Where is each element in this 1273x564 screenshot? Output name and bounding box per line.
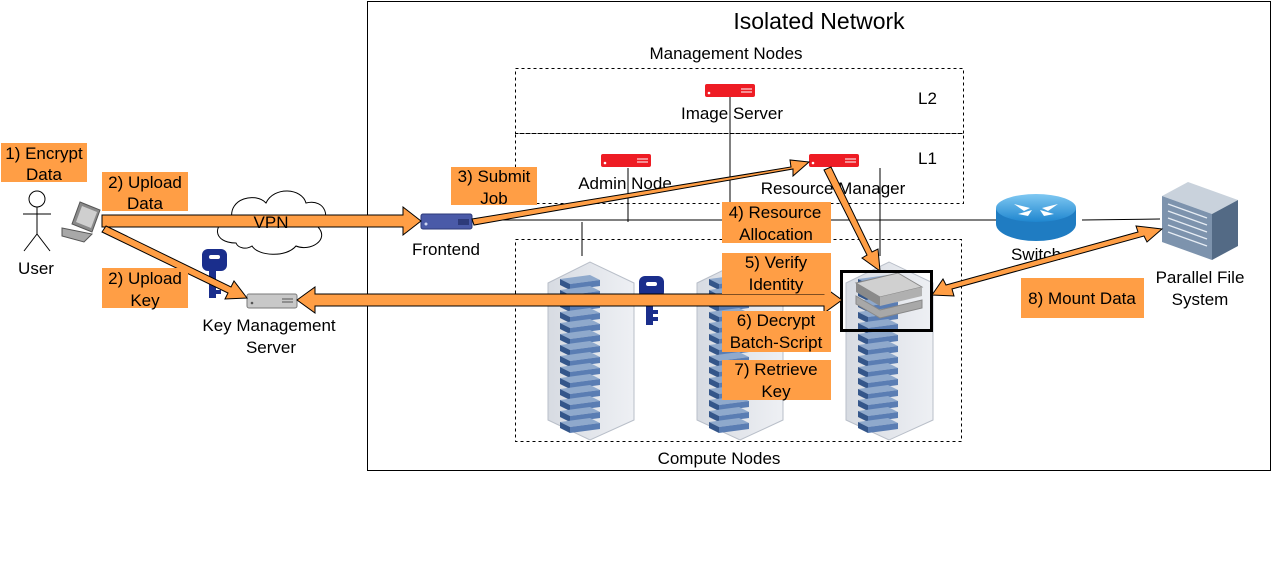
active-compute-node bbox=[854, 272, 924, 319]
parallel-fs-label-1: Parallel File bbox=[1156, 268, 1245, 287]
svg-text:8) Mount Data: 8) Mount Data bbox=[1028, 289, 1136, 308]
image-server-label: Image Server bbox=[681, 104, 783, 123]
step-3-submit-job: 3) Submit Job bbox=[451, 167, 537, 208]
frontend-server-icon bbox=[420, 213, 473, 230]
svg-text:Allocation: Allocation bbox=[739, 225, 813, 244]
step-4-resource-allocation: 4) Resource Allocation bbox=[722, 202, 831, 244]
upload-key-arrow bbox=[101, 225, 248, 300]
svg-text:Key: Key bbox=[130, 291, 160, 310]
svg-text:Data: Data bbox=[26, 165, 62, 184]
step-8-mount-data: 8) Mount Data bbox=[1021, 278, 1144, 318]
resource-allocation-arrow bbox=[823, 166, 881, 273]
step-7-retrieve-key: 7) Retrieve Key bbox=[722, 360, 831, 401]
svg-text:Data: Data bbox=[127, 194, 163, 213]
admin-node-label: Admin Node bbox=[578, 174, 672, 193]
svg-text:3) Submit: 3) Submit bbox=[458, 167, 531, 186]
vpn-label: VPN bbox=[254, 213, 289, 232]
step-5-verify-identity: 5) Verify Identity bbox=[722, 253, 831, 294]
key-management-server-icon bbox=[246, 293, 298, 309]
l2-label: L2 bbox=[918, 89, 937, 108]
l2-group bbox=[515, 68, 964, 134]
step-1-encrypt: 1) Encrypt Data bbox=[1, 143, 87, 184]
flow-arrows bbox=[101, 159, 1164, 314]
step-6-decrypt: 6) Decrypt Batch-Script bbox=[722, 311, 831, 352]
user-icon bbox=[23, 190, 51, 252]
switch-icon bbox=[996, 194, 1076, 241]
svg-text:6) Decrypt: 6) Decrypt bbox=[737, 311, 816, 330]
svg-text:4) Resource: 4) Resource bbox=[729, 203, 822, 222]
user-label: User bbox=[18, 259, 54, 278]
parallel-fs-label-2: System bbox=[1172, 290, 1229, 309]
parallel-file-system-icon bbox=[1162, 182, 1238, 260]
compute-nodes-label: Compute Nodes bbox=[658, 449, 781, 468]
compute-rack-1 bbox=[547, 261, 635, 441]
resource-manager-icon bbox=[809, 154, 859, 167]
step-2-upload-key: 2) Upload Key bbox=[102, 268, 188, 310]
frontend-label: Frontend bbox=[412, 240, 480, 259]
svg-text:5) Verify: 5) Verify bbox=[745, 253, 808, 272]
svg-text:1) Encrypt: 1) Encrypt bbox=[5, 144, 83, 163]
management-nodes-label: Management Nodes bbox=[649, 44, 802, 63]
upload-data-arrow bbox=[101, 205, 422, 237]
svg-text:Job: Job bbox=[480, 189, 507, 208]
laptop-icon bbox=[61, 201, 101, 243]
key-exchange-arrow bbox=[296, 286, 843, 314]
svg-text:7) Retrieve: 7) Retrieve bbox=[734, 360, 817, 379]
svg-text:2) Upload: 2) Upload bbox=[108, 269, 182, 288]
step-2-upload-data: 2) Upload Data bbox=[102, 172, 188, 213]
key-management-label-1: Key Management bbox=[202, 316, 336, 335]
compute-rack-3 bbox=[845, 261, 934, 441]
svg-text:2) Upload: 2) Upload bbox=[108, 173, 182, 192]
retrieved-key-icon bbox=[639, 276, 664, 325]
key-management-label-2: Server bbox=[246, 338, 296, 357]
l1-label: L1 bbox=[918, 149, 937, 168]
mount-data-arrow bbox=[931, 225, 1164, 297]
admin-node-icon bbox=[601, 154, 651, 167]
isolated-network-boundary bbox=[367, 1, 1271, 471]
image-server-icon bbox=[705, 84, 755, 97]
submit-job-arrow bbox=[471, 159, 811, 226]
svg-text:Key: Key bbox=[761, 382, 791, 401]
active-node-highlight bbox=[840, 270, 933, 332]
network-title: Isolated Network bbox=[733, 8, 905, 34]
svg-text:Identity: Identity bbox=[749, 275, 804, 294]
svg-text:Batch-Script: Batch-Script bbox=[730, 333, 823, 352]
l1-group bbox=[515, 133, 964, 204]
